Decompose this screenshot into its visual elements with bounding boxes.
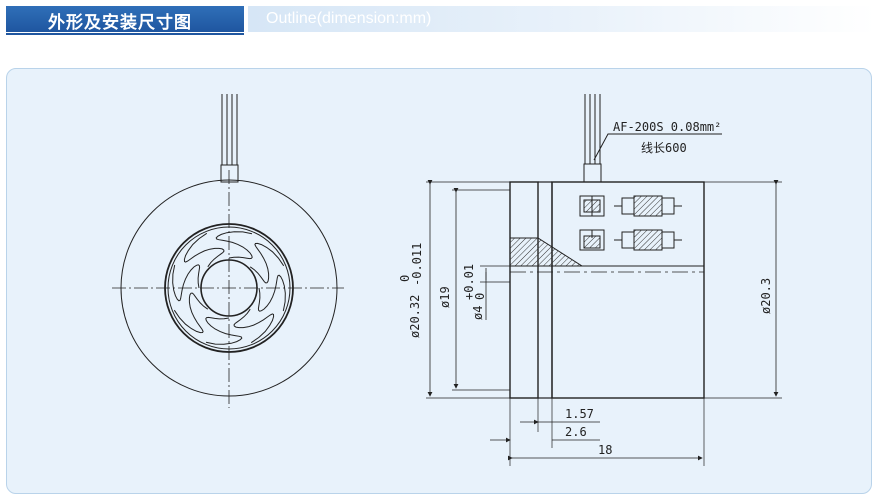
wire-length-label: 线长600 xyxy=(641,141,687,155)
coil-winding-curve xyxy=(215,231,253,260)
dim-19-label: ø19 xyxy=(438,286,452,308)
drawing-panel xyxy=(6,68,872,494)
dim-2-6-label: 2.6 xyxy=(565,425,587,439)
hatched-section xyxy=(509,237,584,267)
dim-inner-tol-lower: 0 xyxy=(473,293,487,300)
front-coil-inner-circle xyxy=(167,226,291,350)
header-title-cn: 外形及安装尺寸图 xyxy=(48,13,192,33)
dim-outer-tol-lower: -0.011 xyxy=(410,243,424,286)
header-title-bar: 外形及安装尺寸图 xyxy=(6,6,244,33)
dim-20-3-label: ø20.3 xyxy=(759,278,773,314)
front-coil-outer-circle xyxy=(164,223,294,353)
header-underline xyxy=(6,33,244,35)
coil-winding-curve xyxy=(183,232,225,268)
coil-section-symbol-2 xyxy=(579,229,605,251)
dim-4-label: ø4 xyxy=(471,306,485,320)
coil-section-symbol-1 xyxy=(579,195,605,217)
front-coil-windings xyxy=(172,231,286,345)
side-lead-wires xyxy=(583,94,602,183)
coil-winding-curve xyxy=(249,242,285,284)
front-outer-circle xyxy=(120,179,338,397)
dim-outer-tol-upper: 0 xyxy=(398,275,412,282)
coil-winding-curve xyxy=(173,292,209,334)
wire-leader-line xyxy=(593,133,722,161)
front-lead-wires xyxy=(220,94,239,183)
dim-inner-tol-upper: +0.01 xyxy=(462,264,476,300)
coil-winding-curve xyxy=(233,308,275,344)
coil-winding-curve xyxy=(172,264,201,302)
header-subtitle-bar: Outline(dimension:mm) xyxy=(248,6,876,32)
header-title-en: Outline(dimension:mm) xyxy=(266,10,432,27)
side-view xyxy=(426,94,782,466)
coil-housing xyxy=(551,181,705,399)
coil-winding-symbol-2 xyxy=(614,229,682,251)
coil-winding-curve xyxy=(205,316,243,345)
flange-body xyxy=(509,181,539,399)
dim-outer-dia-label: ø20.32 xyxy=(408,295,422,338)
front-view xyxy=(112,94,344,408)
coil-winding-symbol-1 xyxy=(614,195,682,217)
front-bore-circle xyxy=(200,259,258,317)
wire-spec-label: AF-200S 0.08mm² xyxy=(613,120,721,134)
dim-18-label: 18 xyxy=(598,443,612,457)
dim-1-57-label: 1.57 xyxy=(565,407,594,421)
coil-winding-curve xyxy=(257,274,286,312)
